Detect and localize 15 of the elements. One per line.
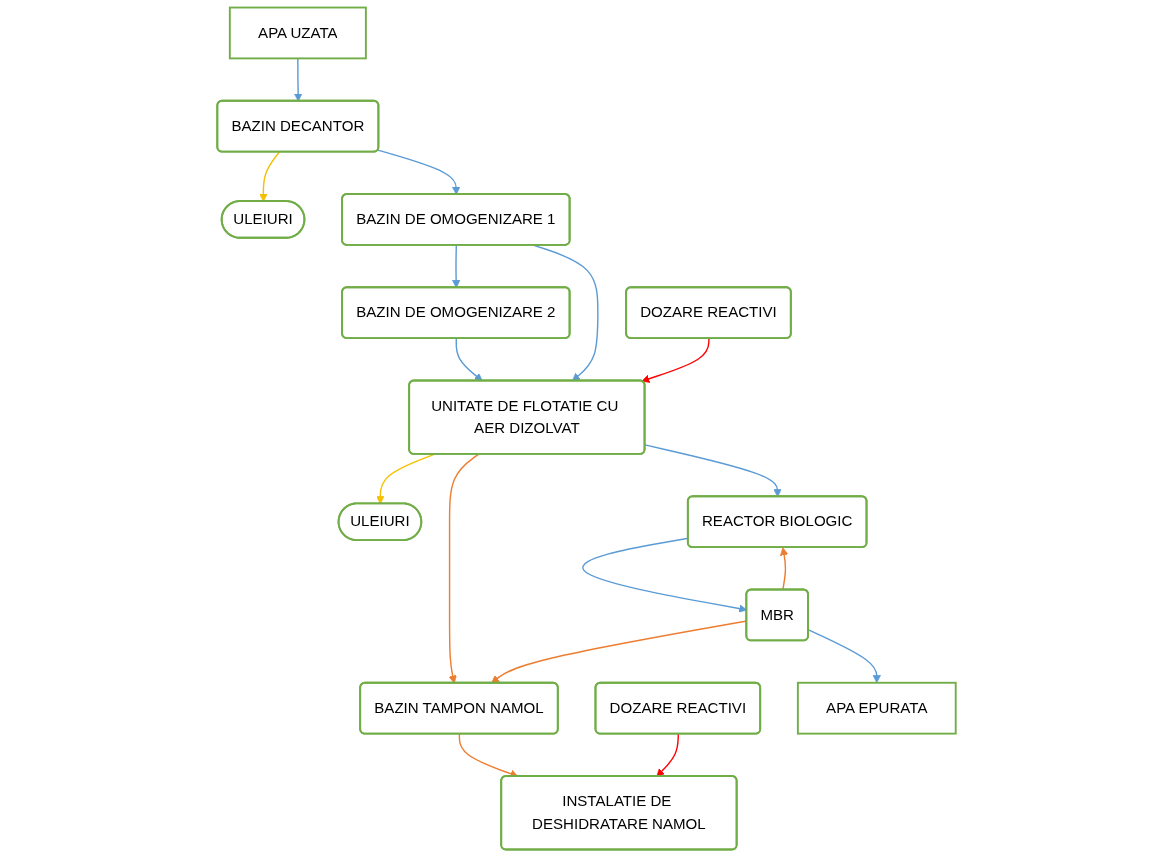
arrow (656, 733, 679, 777)
arrow (452, 244, 461, 289)
arrow (294, 57, 303, 102)
node-box: APA EPURATA (796, 681, 957, 735)
node-box: APA UZATA (228, 6, 367, 60)
arrow (780, 547, 789, 591)
arrow (455, 337, 483, 382)
arrow (376, 453, 435, 505)
arrow (641, 337, 710, 383)
arrow (458, 733, 519, 778)
arrow (448, 453, 479, 684)
arrow (377, 149, 461, 195)
arrow (644, 444, 782, 498)
arrow (533, 244, 599, 382)
arrow (259, 151, 281, 202)
